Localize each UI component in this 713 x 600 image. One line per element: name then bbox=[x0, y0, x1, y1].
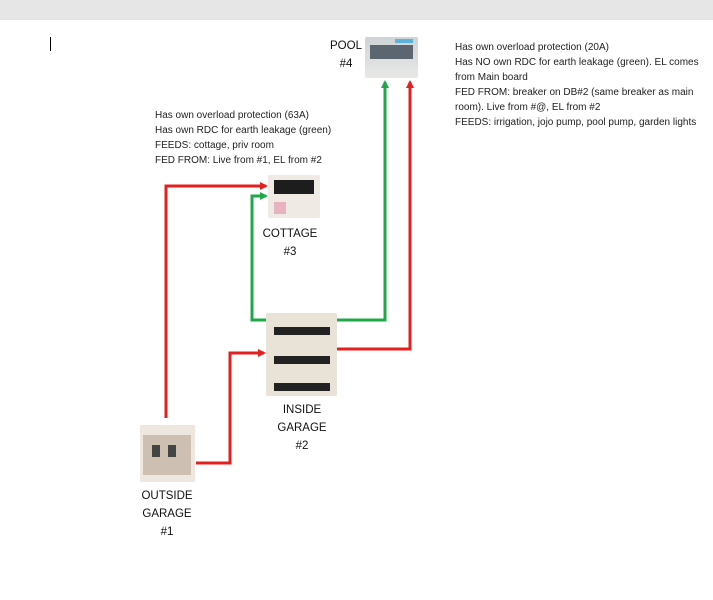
live-wire-1-to-2 bbox=[196, 349, 266, 465]
earth-wire-2-to-3 bbox=[250, 192, 276, 322]
inside-garage-label-1: INSIDE bbox=[282, 404, 322, 416]
cottage-note: FED FROM: Live from #1, EL from #2 bbox=[155, 155, 322, 166]
outside-garage-label-2: GARAGE bbox=[142, 508, 192, 520]
pool-note: FEEDS: irrigation, jojo pump, pool pump,… bbox=[455, 117, 697, 128]
cottage-note: Has own RDC for earth leakage (green) bbox=[155, 125, 332, 136]
toolbar-strip bbox=[0, 0, 713, 20]
pool-notes: Has own overload protection (20A) Has NO… bbox=[455, 40, 699, 130]
pool-number: #4 bbox=[339, 58, 353, 70]
pool-note: from Main board bbox=[455, 72, 528, 83]
pool-board-photo bbox=[365, 37, 418, 78]
cottage-label: COTTAGE bbox=[262, 228, 318, 240]
pool-label: POOL bbox=[330, 40, 362, 52]
text-cursor bbox=[50, 37, 51, 51]
pool-note: Has own overload protection (20A) bbox=[455, 42, 609, 53]
inside-garage-board-photo bbox=[266, 313, 337, 396]
pool-note: Has NO own RDC for earth leakage (green)… bbox=[455, 57, 699, 68]
cottage-board-photo bbox=[268, 175, 320, 218]
inside-garage-label-2: GARAGE bbox=[277, 422, 327, 434]
outside-garage-number: #1 bbox=[160, 526, 174, 538]
inside-garage-number: #2 bbox=[295, 440, 309, 452]
cottage-number: #3 bbox=[283, 246, 297, 258]
live-wire-2-to-4 bbox=[303, 80, 414, 351]
pool-note: FED FROM: breaker on DB#2 (same breaker … bbox=[455, 87, 694, 98]
outside-garage-board-photo bbox=[140, 425, 195, 482]
outside-garage-label-1: OUTSIDE bbox=[141, 490, 193, 502]
cottage-notes: Has own overload protection (63A) Has ow… bbox=[155, 108, 331, 168]
pool-note: room). Live from #@, EL from #2 bbox=[455, 102, 601, 113]
live-wire-1-to-3 bbox=[164, 182, 268, 418]
cottage-note: Has own overload protection (63A) bbox=[155, 110, 309, 121]
cottage-note: FEEDS: cottage, priv room bbox=[155, 140, 274, 151]
